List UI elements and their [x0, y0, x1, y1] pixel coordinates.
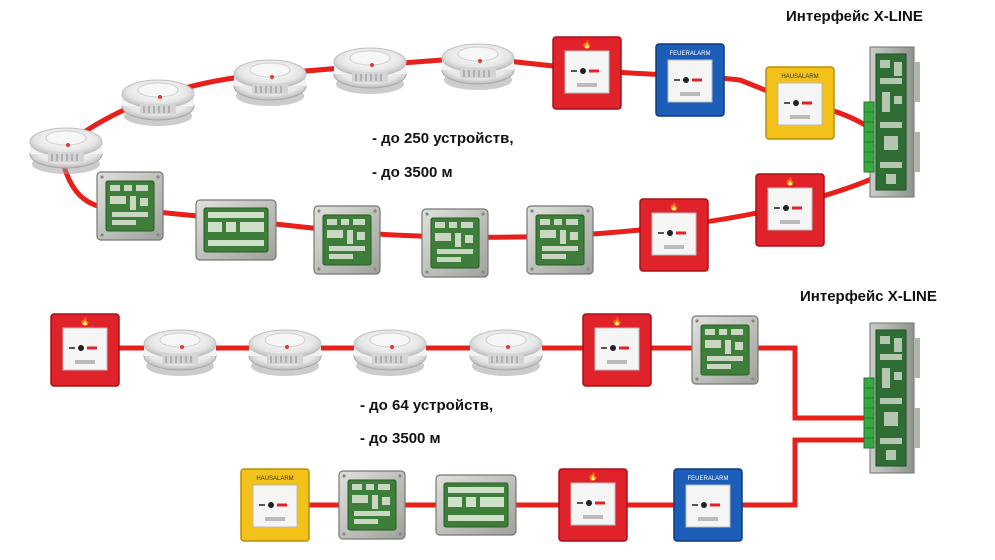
manual-call-point-blue	[672, 467, 744, 543]
io-module	[338, 470, 406, 540]
manual-call-point-yellow	[764, 65, 836, 141]
io-module	[421, 208, 489, 278]
manual-call-point-blue	[654, 42, 726, 118]
bottom-capacity-devices: - до 64 устройств,	[360, 397, 494, 414]
manual-call-point-red	[551, 35, 623, 111]
manual-call-point-red	[557, 467, 629, 543]
smoke-detector	[143, 329, 217, 377]
io-module	[96, 171, 164, 241]
io-module	[526, 205, 594, 275]
x-line-interface-card	[863, 322, 921, 474]
smoke-detector	[353, 329, 427, 377]
smoke-detector	[333, 47, 407, 95]
io-module	[313, 205, 381, 275]
manual-call-point-red	[638, 197, 710, 273]
manual-call-point-red	[754, 172, 826, 248]
smoke-detector	[248, 329, 322, 377]
x-line-interface-card	[863, 46, 921, 198]
top-interface-label: Интерфейс X-LINE	[786, 8, 923, 25]
top-capacity-length: - до 3500 м	[372, 164, 453, 181]
io-module	[435, 474, 517, 536]
smoke-detector	[441, 43, 515, 91]
top-capacity-devices: - до 250 устройств,	[372, 130, 514, 147]
bottom-capacity-length: - до 3500 м	[360, 430, 441, 447]
manual-call-point-red	[49, 312, 121, 388]
smoke-detector	[121, 79, 195, 127]
manual-call-point-yellow	[239, 467, 311, 543]
smoke-detector	[29, 127, 103, 175]
io-module	[195, 199, 277, 261]
io-module	[691, 315, 759, 385]
manual-call-point-red	[581, 312, 653, 388]
smoke-detector	[233, 59, 307, 107]
bottom-interface-label: Интерфейс X-LINE	[800, 288, 937, 305]
smoke-detector	[469, 329, 543, 377]
